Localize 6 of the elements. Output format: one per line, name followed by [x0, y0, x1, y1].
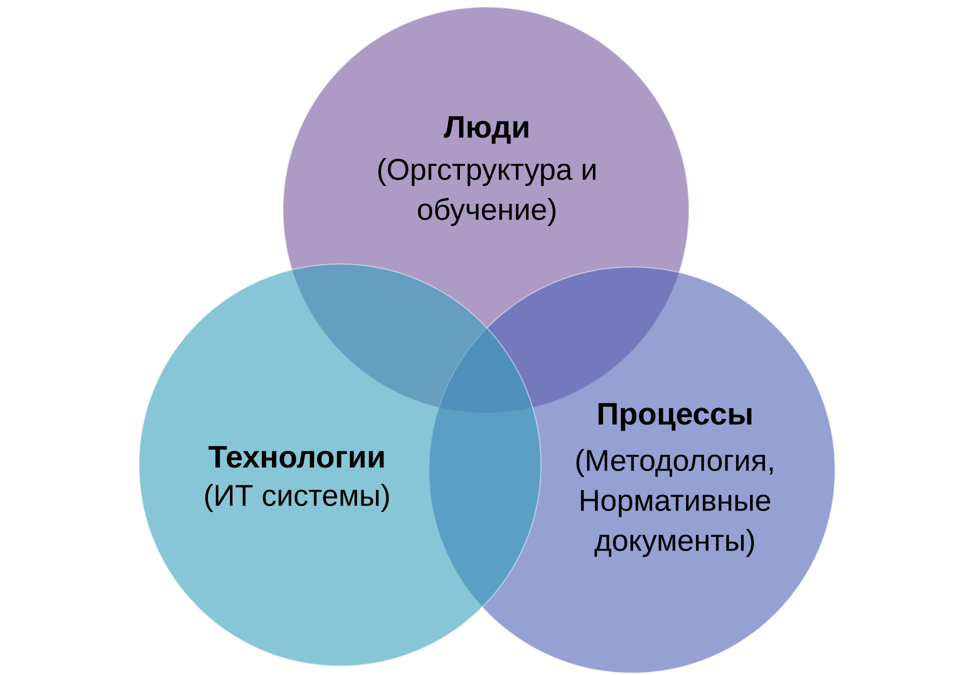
heading: Процессы: [598, 403, 752, 431]
description: (ИТ системы): [205, 484, 389, 512]
heading: Люди: [444, 116, 528, 144]
description: (Методология, Нормативные документы): [576, 449, 773, 557]
description: (Оргструктура и обучение): [378, 158, 596, 226]
heading: Технологии: [208, 446, 384, 468]
